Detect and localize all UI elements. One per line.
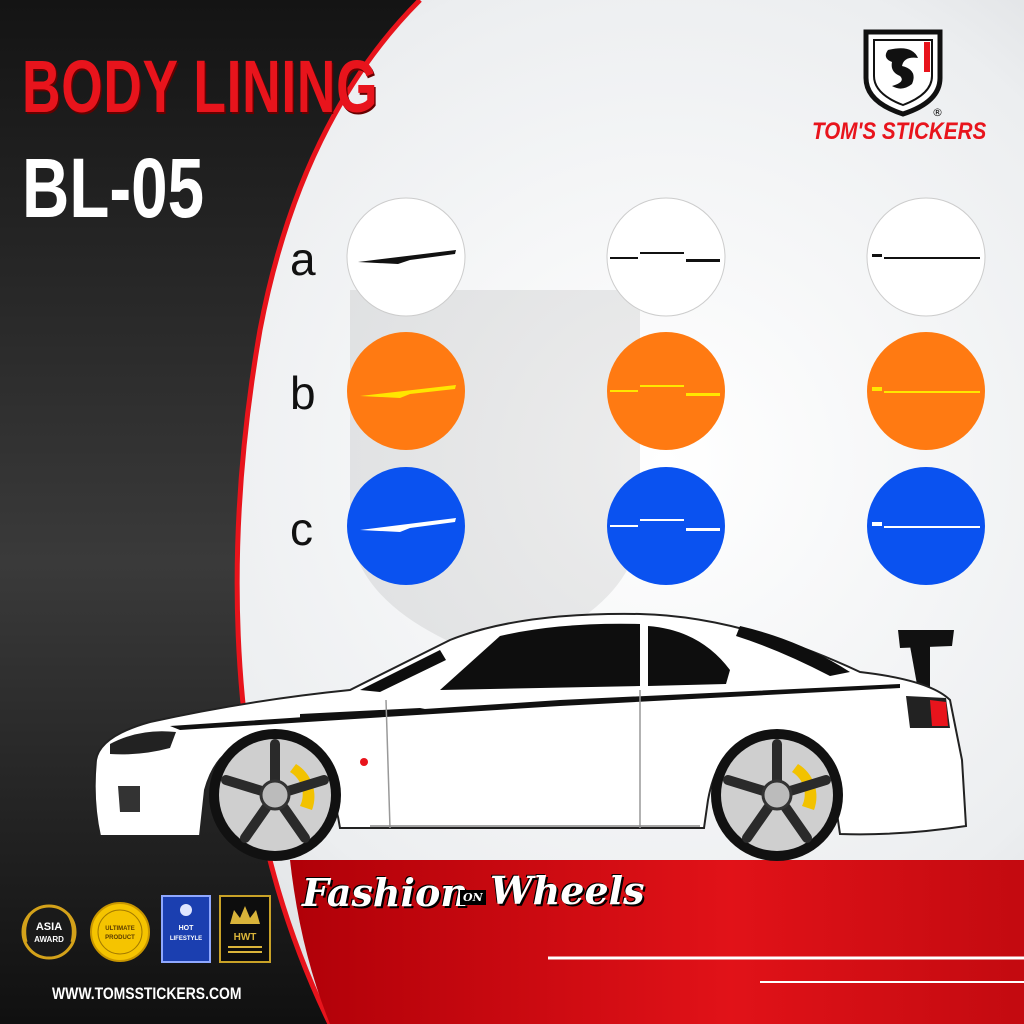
svg-text:ASIA: ASIA xyxy=(36,921,62,933)
swatch-c-2[interactable] xyxy=(607,467,725,585)
svg-text:LIFESTYLE: LIFESTYLE xyxy=(170,936,202,942)
stripe-c-3 xyxy=(872,522,980,528)
svg-text:HWT: HWT xyxy=(234,932,257,943)
front-wheel xyxy=(209,729,341,861)
stripe-a-1 xyxy=(358,250,456,264)
swatch-row-a xyxy=(346,197,986,317)
svg-text:ULTIMATE: ULTIMATE xyxy=(105,926,134,932)
side-window-front xyxy=(440,623,640,690)
stripe-a-2 xyxy=(610,252,720,262)
svg-text:AWARD: AWARD xyxy=(34,935,64,944)
stripe-c-1 xyxy=(360,518,456,532)
rear-wheel xyxy=(711,729,843,861)
brand-name: TOM'S STICKERS xyxy=(812,118,987,145)
row-label-c: c xyxy=(290,503,313,555)
gold-seal-badge-icon: ULTIMATE PRODUCT xyxy=(90,902,150,962)
title-model-code: BL-05 xyxy=(22,141,205,235)
svg-text:HOT: HOT xyxy=(179,925,195,932)
headlight xyxy=(110,731,176,755)
stripe-b-2 xyxy=(610,385,720,396)
dragon-shield-logo-icon: ® xyxy=(863,29,943,118)
title-body-lining: BODY LINING xyxy=(22,45,379,128)
rear-spoiler xyxy=(898,630,954,648)
row-label-a: a xyxy=(290,233,316,285)
swatch-a-2[interactable] xyxy=(606,197,726,317)
stripe-c-2 xyxy=(610,519,720,531)
blue-certificate-badge-icon: HOT LIFESTYLE xyxy=(161,895,211,963)
website-link[interactable]: WWW.TOMSSTICKERS.COM xyxy=(52,984,242,1003)
asia-award-badge-icon: ASIA AWARD xyxy=(21,904,77,960)
body-lining-stripe xyxy=(170,684,900,730)
svg-text:PRODUCT: PRODUCT xyxy=(105,935,135,941)
row-label-b: b xyxy=(290,367,316,419)
stripe-b-1 xyxy=(360,385,456,398)
crown-award-badge-icon: HWT xyxy=(219,895,271,963)
swatch-row-c xyxy=(347,467,985,585)
registered-mark: ® xyxy=(932,106,943,118)
tagline-wheels: Wheels xyxy=(490,868,645,913)
side-window-rear xyxy=(648,626,730,686)
tagline-fashion: Fashion xyxy=(302,870,468,915)
stripe-a-3 xyxy=(872,254,980,259)
swatch-b-2[interactable] xyxy=(607,332,725,450)
red-curve-divider xyxy=(234,0,422,1024)
stripe-b-3 xyxy=(872,387,980,393)
tagline-on: ON xyxy=(460,890,486,905)
swatch-row-b xyxy=(347,332,985,450)
